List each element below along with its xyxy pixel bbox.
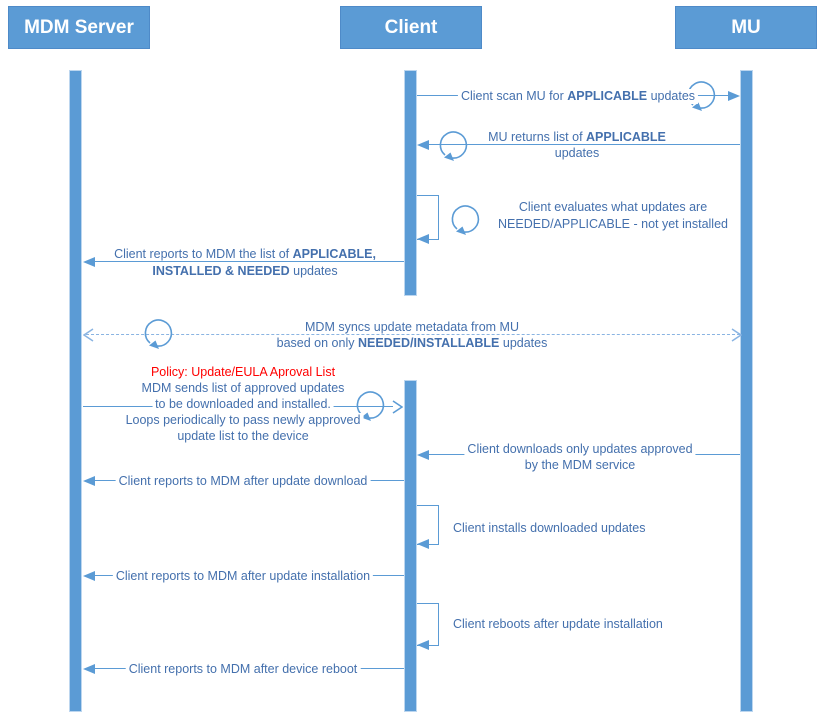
- actor-client-label: Client: [384, 16, 438, 38]
- message-scan-arrowhead-icon: [728, 91, 740, 101]
- self-message-evaluate-label: Client evaluates what updates are NEEDED…: [495, 199, 731, 233]
- self-message-install-label: Client installs downloaded updates: [450, 521, 649, 536]
- loop-icon: [356, 391, 385, 421]
- lifeline-mu: [740, 70, 753, 712]
- self-message-evaluate-arrowhead-icon: [417, 234, 429, 244]
- actor-mu: MU: [675, 6, 817, 49]
- message-return-line: [429, 144, 740, 145]
- message-report-list-arrowhead-icon: [83, 257, 95, 267]
- loop-icon: [439, 131, 468, 161]
- message-scan-label: Client scan MU for APPLICABLE updates: [457, 89, 699, 104]
- message-report-install-arrowhead-icon: [83, 571, 95, 581]
- message-return-arrowhead-icon: [417, 140, 429, 150]
- message-sync-label: MDM syncs update metadata from MU based …: [273, 319, 551, 351]
- message-report-download-label: Client reports to MDM after update downl…: [115, 474, 371, 489]
- message-report-list-line: [95, 261, 404, 262]
- actor-client: Client: [340, 6, 482, 49]
- message-sync-dashed-line: [86, 334, 740, 335]
- lifeline-client-lower: [404, 380, 417, 712]
- message-report-list-label: Client reports to MDM the list of APPLIC…: [111, 246, 379, 280]
- message-download-label: Client downloads only updates approved b…: [464, 441, 696, 473]
- message-download-arrowhead-icon: [417, 450, 429, 460]
- lifeline-mdm-server: [69, 70, 82, 712]
- message-sync-open-arrowhead-left-icon: [83, 328, 94, 342]
- message-report-install-label: Client reports to MDM after update insta…: [112, 569, 374, 584]
- actor-mu-label: MU: [731, 16, 761, 38]
- self-message-reboot-label: Client reboots after update installation: [450, 617, 666, 632]
- actor-mdm-server-label: MDM Server: [24, 16, 134, 38]
- message-policy-open-arrowhead-icon: [392, 400, 403, 414]
- message-sync-open-arrowhead-right-icon: [731, 328, 742, 342]
- message-return-label: MU returns list of APPLICABLE updates: [485, 129, 669, 161]
- lifeline-client-upper: [404, 70, 417, 296]
- loop-icon: [144, 319, 173, 349]
- message-report-reboot-label: Client reports to MDM after device reboo…: [125, 662, 361, 677]
- self-message-reboot-arrowhead-icon: [417, 640, 429, 650]
- self-message-install-arrowhead-icon: [417, 539, 429, 549]
- loop-icon: [451, 205, 480, 235]
- message-policy-label: Policy: Update/EULA Aproval List MDM sen…: [122, 364, 364, 444]
- message-report-reboot-arrowhead-icon: [83, 664, 95, 674]
- actor-mdm-server: MDM Server: [8, 6, 150, 49]
- policy-title: Policy: Update/EULA Aproval List: [147, 365, 339, 379]
- message-report-download-arrowhead-icon: [83, 476, 95, 486]
